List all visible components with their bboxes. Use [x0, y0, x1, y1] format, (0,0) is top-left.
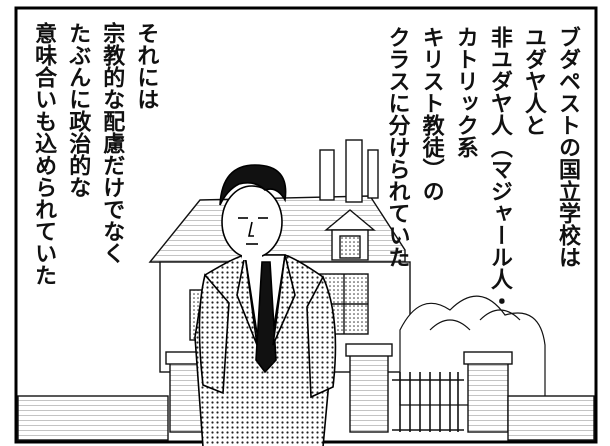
caption-right-line: キリスト教徒）の [418, 26, 444, 202]
caption-left-line: たぶんに政治的な [65, 22, 91, 198]
man-in-suit [194, 164, 337, 446]
caption-left-line: 意味合いも込められていた [31, 22, 57, 286]
caption-left-line: それには [133, 22, 159, 110]
caption-right-line: ブダペストの国立学校は [555, 26, 580, 268]
caption-right: ブダペストの国立学校は ユダヤ人と 非ユダヤ人（マジャール人・ カトリック系 キ… [379, 26, 584, 312]
caption-right-line: カトリック系 [452, 26, 478, 158]
trees [399, 295, 546, 406]
caption-left: それには 宗教的な配慮だけでなく たぶんに政治的な 意味合いも込められていた [26, 22, 162, 286]
caption-left-line: 宗教的な配慮だけでなく [99, 22, 125, 264]
caption-right-line: 非ユダヤ人（マジャール人・ [486, 26, 512, 312]
caption-right-line: ユダヤ人と [520, 26, 546, 136]
caption-right-line: クラスに分けられていた [384, 26, 410, 268]
